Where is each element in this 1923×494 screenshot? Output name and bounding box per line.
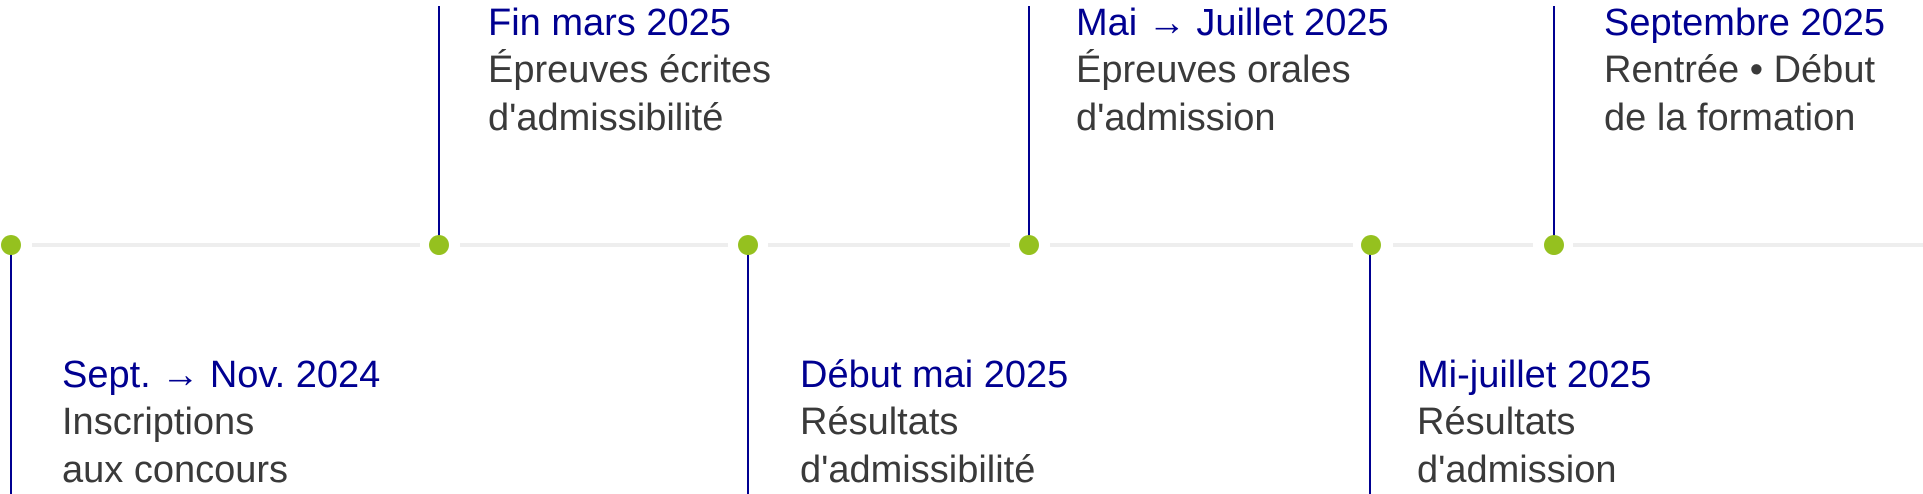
event-description-line: aux concours bbox=[62, 449, 289, 491]
event-date: Septembre 2025 bbox=[1604, 2, 1885, 44]
event-description-line: de la formation bbox=[1604, 97, 1856, 139]
event-description-line: Épreuves orales bbox=[1076, 49, 1351, 91]
timeline-event: Mai → Juillet 2025 Épreuves orales d'adm… bbox=[1076, 0, 1389, 142]
event-date: Sept. → Nov. 2024 bbox=[62, 354, 381, 396]
timeline-marker bbox=[1, 235, 21, 255]
timeline-axis-segment bbox=[768, 243, 1010, 247]
timeline-stem bbox=[1369, 252, 1371, 494]
timeline-marker bbox=[738, 235, 758, 255]
event-date: Mai → Juillet 2025 bbox=[1076, 2, 1389, 44]
timeline-axis-segment bbox=[1050, 243, 1353, 247]
event-description-line: d'admissibilité bbox=[800, 449, 1036, 491]
event-description-line: d'admissibilité bbox=[488, 97, 724, 139]
event-description-line: Rentrée • Début bbox=[1604, 49, 1876, 91]
timeline-axis-segment bbox=[1573, 243, 1923, 247]
timeline-axis-segment bbox=[460, 243, 728, 247]
timeline-axis-segment bbox=[1393, 243, 1533, 247]
event-description-line: Résultats bbox=[800, 401, 959, 443]
timeline-event: Mi-juillet 2025 Résultats d'admission bbox=[1417, 352, 1651, 494]
event-description-line: d'admission bbox=[1076, 97, 1276, 139]
timeline-event: Fin mars 2025 Épreuves écrites d'admissi… bbox=[488, 0, 771, 142]
timeline-stem bbox=[1028, 6, 1030, 238]
timeline-stem bbox=[1553, 6, 1555, 238]
event-description-line: Épreuves écrites bbox=[488, 49, 772, 91]
timeline-marker bbox=[1019, 235, 1039, 255]
event-date: Mi-juillet 2025 bbox=[1417, 354, 1652, 396]
event-date: Début mai 2025 bbox=[800, 354, 1069, 396]
timeline-event: Sept. → Nov. 2024 Inscriptions aux conco… bbox=[62, 352, 380, 494]
timeline-stem bbox=[10, 252, 12, 494]
timeline-marker bbox=[1544, 235, 1564, 255]
event-description-line: Inscriptions bbox=[62, 401, 255, 443]
event-description-line: Résultats bbox=[1417, 401, 1576, 443]
timeline-marker bbox=[1361, 235, 1381, 255]
event-date: Fin mars 2025 bbox=[488, 2, 731, 44]
event-description-line: d'admission bbox=[1417, 449, 1617, 491]
timeline-marker bbox=[429, 235, 449, 255]
timeline-stem bbox=[747, 252, 749, 494]
timeline-event: Début mai 2025 Résultats d'admissibilité bbox=[800, 352, 1068, 494]
timeline-axis-segment bbox=[32, 243, 420, 247]
timeline-stem bbox=[438, 6, 440, 238]
timeline-event: Septembre 2025 Rentrée • Début de la for… bbox=[1604, 0, 1885, 142]
